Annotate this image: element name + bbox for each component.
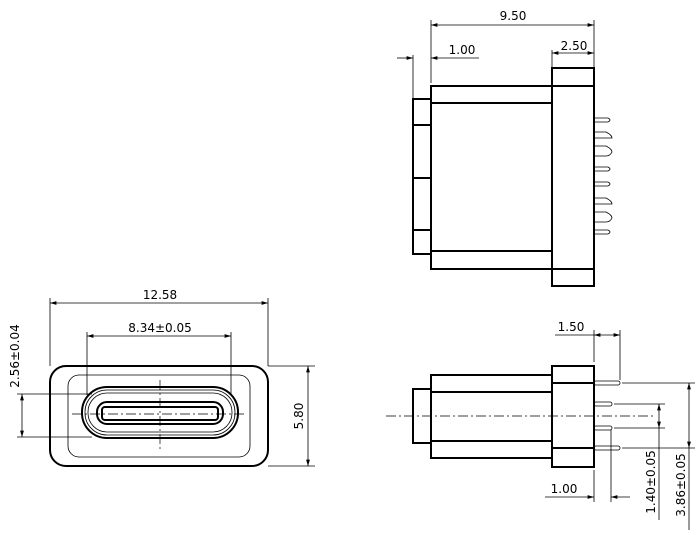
dim-overall-length: 9.50 (500, 9, 527, 23)
flange (551, 67, 595, 287)
dim-overall-height: 5.80 (292, 403, 306, 430)
front-view: 12.58 8.34±0.05 2.56±0.04 5.80 (8, 288, 315, 467)
body (430, 374, 553, 459)
dim-port-height: 2.56±0.04 (8, 324, 22, 388)
dim-pin-length: 1.50 (558, 320, 585, 334)
dim-flange-thickness: 2.50 (561, 39, 588, 53)
body (430, 85, 553, 270)
pins (594, 117, 613, 235)
pins (593, 380, 621, 451)
top-view: 1.50 1.00 1.40±0.05 3.86±0.05 (386, 320, 695, 530)
dim-inner-pin-pitch: 1.40±0.05 (644, 450, 658, 514)
dim-outer-pin-pitch: 3.86±0.05 (674, 453, 688, 517)
outer-housing (49, 365, 269, 467)
dim-port-width: 8.34±0.05 (128, 321, 192, 335)
side-view: 9.50 1.00 2.50 (397, 9, 613, 287)
dim-inner-pin-length: 1.00 (551, 482, 578, 496)
plug (412, 98, 432, 255)
dim-plug-length: 1.00 (449, 43, 476, 57)
dim-overall-width: 12.58 (143, 288, 177, 302)
flange (551, 365, 595, 468)
